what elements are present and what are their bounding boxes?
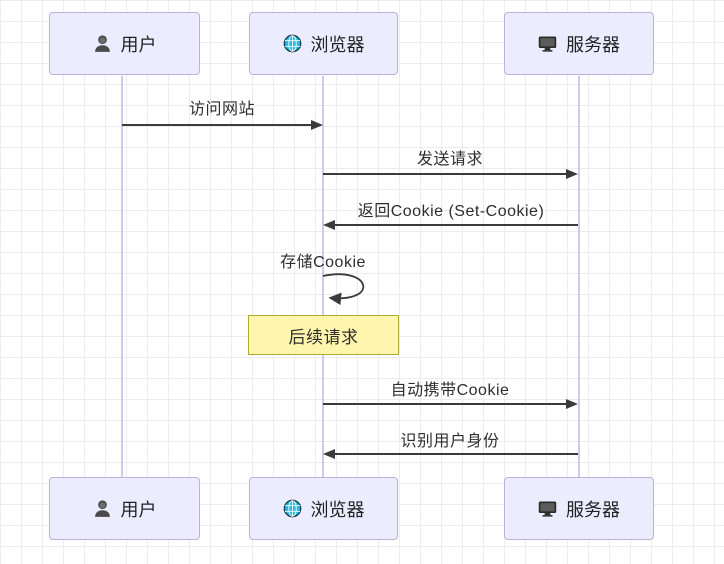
note-subsequent-requests: 后续请求: [248, 315, 399, 355]
actor-server-top: 服务器: [504, 12, 654, 75]
actor-browser-top: 浏览器: [249, 12, 398, 75]
actor-user-top: 用户: [49, 12, 200, 75]
actor-label: 用户: [120, 34, 157, 55]
arrowhead-right-icon: [566, 169, 578, 179]
message-arrow-visit-site: [122, 124, 314, 126]
actor-server-bottom: 服务器: [504, 477, 654, 540]
globe-icon: [283, 34, 302, 53]
actor-label: 服务器: [566, 34, 620, 55]
message-arrow-return-cookie: [335, 224, 578, 226]
arrowhead-left-icon: [323, 220, 335, 230]
message-label-store-cookie: 存储Cookie: [280, 254, 366, 271]
message-label-identify-user: 识别用户身份: [400, 433, 500, 450]
self-loop-arrow: [322, 273, 365, 306]
monitor-icon: [538, 34, 557, 53]
arrowhead-left-icon: [323, 449, 335, 459]
lifeline-server: [578, 76, 580, 477]
person-icon: [93, 34, 112, 53]
actor-label: 浏览器: [310, 34, 365, 55]
globe-icon: [283, 499, 302, 518]
arrowhead-right-icon: [311, 120, 323, 130]
arrowhead-right-icon: [566, 399, 578, 409]
actor-user-bottom: 用户: [49, 477, 200, 540]
actor-label: 用户: [120, 499, 157, 520]
message-label-send-request: 发送请求: [416, 151, 484, 168]
message-arrow-identify-user: [335, 453, 578, 455]
note-label: 后续请求: [288, 327, 359, 347]
message-arrow-send-request: [323, 173, 568, 175]
actor-label: 服务器: [566, 499, 620, 520]
actor-browser-bottom: 浏览器: [249, 477, 398, 540]
monitor-icon: [538, 499, 557, 518]
lifeline-user: [121, 76, 123, 477]
message-label-return-cookie: 返回Cookie (Set-Cookie): [357, 203, 545, 220]
message-label-visit-site: 访问网站: [188, 101, 256, 118]
message-arrow-auto-carry-cookie: [323, 403, 568, 405]
message-label-auto-carry-cookie: 自动携带Cookie: [390, 382, 510, 399]
actor-label: 浏览器: [310, 499, 365, 520]
person-icon: [93, 499, 112, 518]
lifeline-browser: [322, 76, 324, 477]
